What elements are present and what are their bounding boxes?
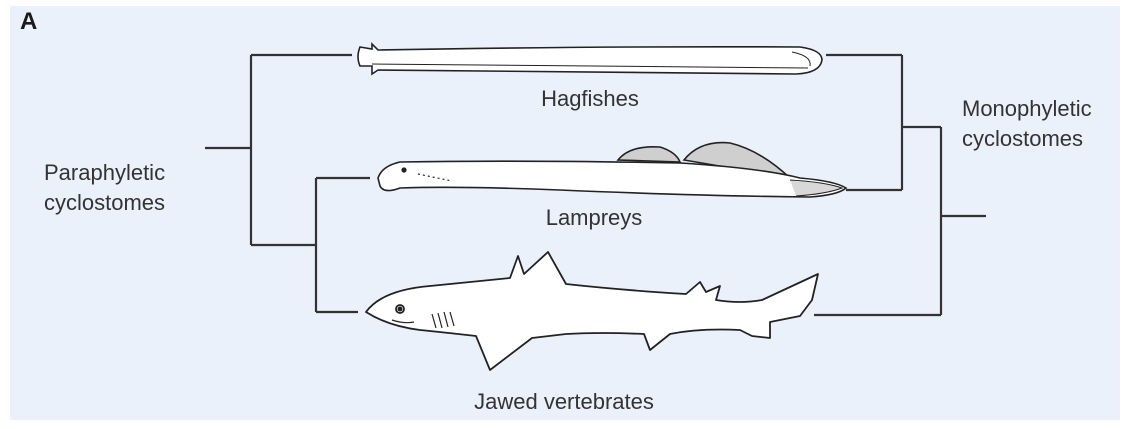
left-tree-lines [205,55,370,312]
monophyletic-cyclostomes-label: Monophyletic cyclostomes [962,94,1092,154]
hagfish-icon [358,44,822,74]
hagfishes-label: Hagfishes [541,84,639,114]
lamprey-icon [378,143,846,197]
left-group-line-2: cyclostomes [44,188,165,218]
jawed-vertebrates-label: Jawed vertebrates [474,387,654,417]
paraphyletic-cyclostomes-label: Paraphyletic cyclostomes [44,158,165,218]
shark-icon [366,252,818,370]
right-group-line-2: cyclostomes [962,124,1092,154]
right-group-line-1: Monophyletic [962,94,1092,124]
left-group-line-1: Paraphyletic [44,158,165,188]
lampreys-label: Lampreys [546,203,643,233]
